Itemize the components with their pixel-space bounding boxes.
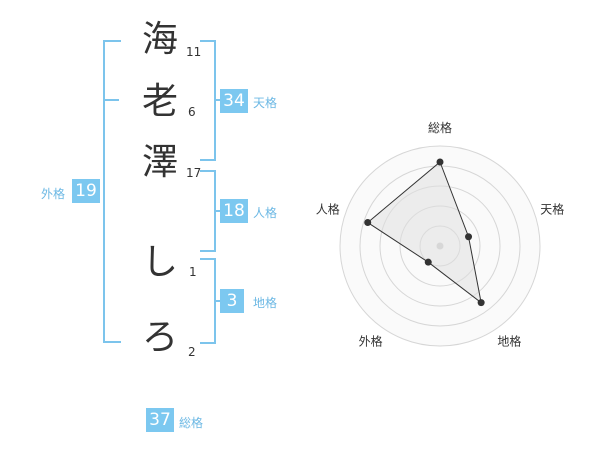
gaikaku-label: 外格 bbox=[41, 187, 66, 201]
tenkaku-value: 34 bbox=[220, 89, 248, 113]
stroke-count-4: 1 bbox=[189, 265, 197, 279]
radar-axis-label-5: 人格 bbox=[316, 202, 340, 217]
tenkaku-bracket-tick bbox=[214, 99, 222, 101]
soukaku-value: 37 bbox=[146, 408, 174, 432]
tenkaku-label: 天格 bbox=[253, 96, 278, 110]
radar-axis-label-4: 外格 bbox=[359, 333, 383, 348]
chikaku-value: 3 bbox=[220, 289, 244, 313]
radar-point-1 bbox=[436, 158, 444, 166]
stroke-count-2: 6 bbox=[188, 105, 196, 119]
radar-series-polygon bbox=[366, 161, 482, 304]
name-char-1: 海 bbox=[141, 19, 178, 60]
radar-point-5 bbox=[364, 219, 372, 227]
chikaku-label: 地格 bbox=[253, 296, 278, 310]
jinkaku-bracket-tick bbox=[214, 210, 222, 212]
gaikaku-bracket-tick bbox=[103, 99, 119, 101]
stroke-count-5: 2 bbox=[188, 345, 196, 359]
stroke-count-3: 17 bbox=[186, 166, 202, 180]
jinkaku-label: 人格 bbox=[253, 206, 278, 220]
radar-axis-label-3: 地格 bbox=[497, 333, 521, 348]
jinkaku-value: 18 bbox=[220, 199, 248, 223]
name-char-4: し bbox=[141, 242, 178, 283]
radar-point-2 bbox=[465, 233, 473, 241]
name-char-5: ろ bbox=[141, 317, 178, 358]
name-char-3: 澤 bbox=[141, 142, 178, 183]
gaikaku-value: 19 bbox=[72, 179, 100, 203]
soukaku-label: 総格 bbox=[179, 416, 204, 430]
radar-axis-label-2: 天格 bbox=[540, 202, 564, 217]
radar-axis-label-1: 総格 bbox=[428, 120, 452, 135]
name-char-2: 老 bbox=[141, 81, 178, 122]
chikaku-bracket-tick bbox=[214, 300, 222, 302]
radar-point-3 bbox=[477, 299, 485, 307]
gaikaku-bracket bbox=[103, 40, 121, 343]
stroke-count-1: 11 bbox=[186, 45, 202, 59]
radar-ring bbox=[339, 145, 541, 347]
radar-point-4 bbox=[424, 258, 432, 266]
